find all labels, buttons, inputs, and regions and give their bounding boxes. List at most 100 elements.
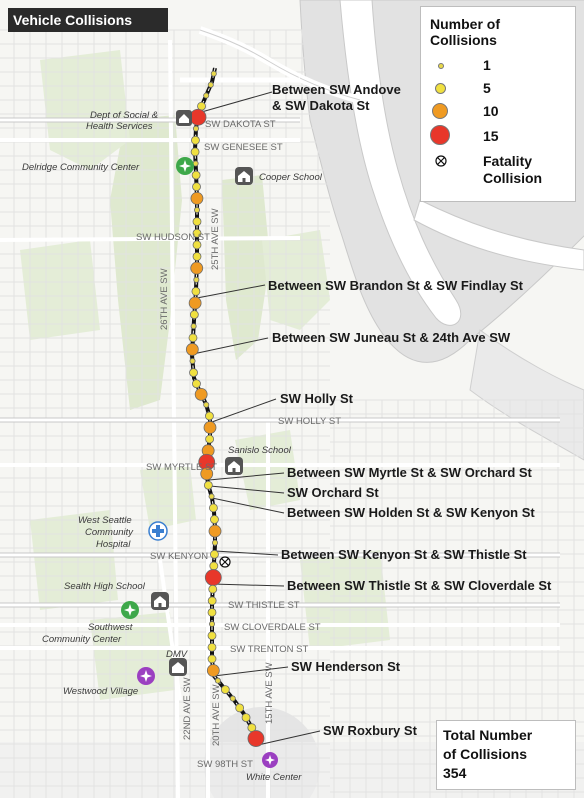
park-area <box>262 230 330 330</box>
collision-dot <box>190 147 200 157</box>
collision-dot <box>192 379 201 389</box>
callout-label: Between SW Brandon St & SW Findlay St <box>268 278 524 293</box>
legend-label: 5 <box>483 80 491 96</box>
collision-dot <box>190 191 204 205</box>
collision-dot <box>210 549 219 559</box>
avenue-labels: 26TH AVE SW 25TH AVE SW 22ND AVE SW 20TH… <box>159 208 275 746</box>
callout-label: SW Roxbury St <box>323 723 418 738</box>
collision-dot <box>209 503 218 513</box>
legend-swatch-10 <box>432 103 448 119</box>
collision-dot <box>192 217 202 227</box>
avenue-label: 26TH AVE SW <box>159 268 170 330</box>
park-area <box>30 510 118 610</box>
legend-fatality-line: Fatality <box>483 153 533 169</box>
collision-dot <box>185 343 199 356</box>
collision-dot <box>192 240 202 250</box>
collision-dot <box>247 730 265 747</box>
legend-item: 5 <box>421 80 577 102</box>
collision-dot <box>193 207 200 214</box>
legend-fatality-line: Collision <box>483 170 543 186</box>
community-center-icon <box>121 601 139 619</box>
place-label: Sealth High School <box>64 581 146 592</box>
collision-dot <box>193 276 200 283</box>
highway-edge <box>199 29 361 101</box>
place-label: White Center <box>246 772 302 783</box>
legend-item: 1 <box>421 57 577 79</box>
callout-label: Between SW Holden St & SW Kenyon St <box>287 505 535 520</box>
community-center-icon <box>176 157 194 175</box>
callout-labels: Between SW Andove & SW Dakota St Between… <box>268 82 552 738</box>
callout-leaders <box>192 91 321 746</box>
place-label: Community Center <box>42 634 122 645</box>
callout-label: Between SW Andove <box>272 82 401 97</box>
collision-dot <box>192 182 201 192</box>
place-label: Southwest <box>88 622 133 633</box>
collision-dot <box>206 664 220 677</box>
shopping-icon <box>262 752 278 768</box>
dmv-icon <box>169 658 187 676</box>
collision-dot <box>194 387 208 401</box>
avenue-label: 20TH AVE SW <box>211 684 222 746</box>
park-area <box>110 115 182 410</box>
place-label: Dept of Social & <box>90 110 158 121</box>
collision-dots <box>185 70 265 747</box>
legend-label: 15 <box>483 128 499 144</box>
collision-dot <box>210 70 217 77</box>
street-label: SW 98TH ST <box>197 759 253 770</box>
collision-dot <box>200 467 214 481</box>
park-area <box>140 465 196 530</box>
street-label: SW CLOVERDALE ST <box>224 622 321 633</box>
place-labels: Dept of Social & Health Services Delridg… <box>22 110 323 783</box>
collision-dot <box>214 677 221 684</box>
total-label: Total Number <box>443 727 533 743</box>
collision-dot <box>190 323 197 330</box>
avenue-label: 25TH AVE SW <box>210 208 221 270</box>
street-label: SW TRENTON ST <box>230 644 308 655</box>
legend-title-line: Collisions <box>430 32 497 48</box>
major-roads <box>0 39 560 798</box>
avenue-label: 15TH AVE SW <box>264 662 275 724</box>
street-grid <box>0 29 584 798</box>
place-label: West Seattle <box>78 515 132 526</box>
shopping-icon <box>137 667 155 685</box>
place-label: Hospital <box>96 539 131 550</box>
collision-dot <box>192 228 202 238</box>
collision-dot <box>207 654 217 664</box>
legend-item: 10 <box>421 103 577 125</box>
collision-dot <box>189 108 207 126</box>
legend-label: 1 <box>483 57 491 73</box>
legend-swatch-1 <box>438 63 444 69</box>
collision-dot <box>189 368 198 378</box>
hospital-icon <box>148 521 168 541</box>
collision-dot <box>209 561 219 571</box>
collision-dot <box>205 434 215 444</box>
collision-dot <box>204 569 222 586</box>
dshs-icon <box>176 110 192 126</box>
legend-swatch-15 <box>430 125 450 145</box>
legend-title-line: Number of <box>430 16 500 32</box>
collision-dot <box>241 713 251 722</box>
collision-dot <box>208 621 215 628</box>
collision-dot <box>191 170 201 180</box>
legend-fatality-label: Fatality Collision <box>483 153 573 187</box>
legend-item: 15 <box>421 125 577 149</box>
callout-label: & SW Dakota St <box>272 98 370 113</box>
school-icon <box>151 592 169 610</box>
legend: Number of Collisions 1 5 10 15 Fatality … <box>420 6 576 202</box>
collision-dot <box>203 401 210 408</box>
street-label: SW THISTLE ST <box>228 600 300 611</box>
school-icon <box>225 457 243 475</box>
collision-dot <box>207 81 214 88</box>
park-area <box>20 240 100 340</box>
collision-dot <box>207 608 217 617</box>
street-labels: SW DAKOTA ST SW GENESEE ST SW HUDSON ST … <box>136 119 341 770</box>
collision-dot <box>189 310 199 320</box>
collision-dot <box>192 125 199 132</box>
place-label: Westwood Village <box>63 686 138 697</box>
street-label: SW DAKOTA ST <box>205 119 276 130</box>
collision-dot <box>190 261 204 275</box>
collision-dot <box>208 584 218 594</box>
callout-label: Between SW Myrtle St & SW Orchard St <box>287 465 533 480</box>
legend-title: Number of Collisions <box>430 16 570 48</box>
place-label: Sanislo School <box>228 445 292 456</box>
